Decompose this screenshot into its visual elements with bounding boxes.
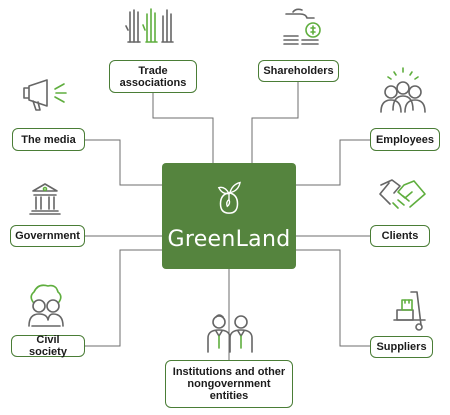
label-trade-associations: Trade associations (109, 60, 197, 93)
label-clients: Clients (370, 225, 430, 247)
connector-trade-associations (152, 92, 214, 163)
label-suppliers: Suppliers (370, 336, 433, 358)
hand-truck-icon (393, 291, 426, 331)
business-people-icon (207, 314, 253, 353)
hand-coins-icon (283, 8, 321, 45)
megaphone-icon (23, 79, 67, 111)
employees-group-icon (380, 67, 426, 113)
brand-box: GreenLand (162, 163, 296, 269)
connector-civil-society (85, 249, 162, 347)
raised-hands-icon (125, 8, 174, 43)
connector-shareholders (251, 82, 299, 163)
connector-suppliers (296, 249, 370, 347)
label-government: Government (10, 225, 85, 247)
label-media: The media (12, 128, 85, 151)
label-civil-society: Civil society (11, 334, 85, 358)
government-building-icon (29, 183, 61, 215)
connector-lines (85, 82, 370, 360)
label-institutions: Institutions and other nongovernment ent… (165, 360, 293, 408)
label-employees: Employees (370, 128, 440, 151)
connector-media (85, 139, 162, 186)
seed-sprout-logo (217, 181, 241, 214)
label-shareholders: Shareholders (258, 60, 339, 82)
people-group-icon (28, 284, 64, 327)
brand-name: GreenLand (167, 227, 291, 252)
handshake-icon (379, 179, 426, 209)
connector-employees (296, 139, 370, 186)
